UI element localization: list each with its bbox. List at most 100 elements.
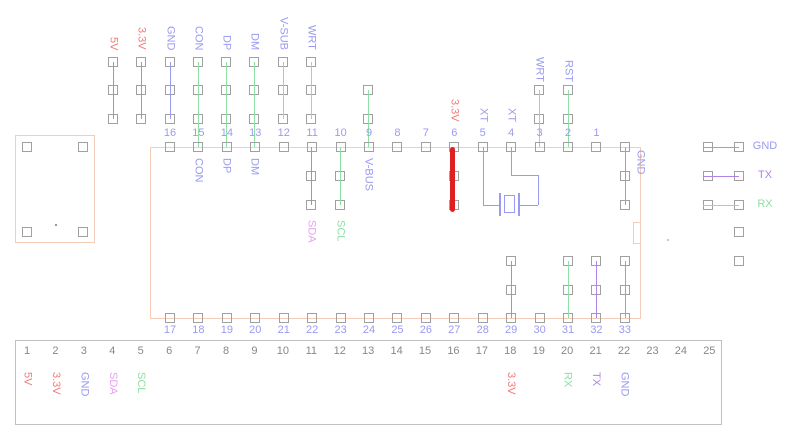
chip-pin-23[interactable] bbox=[335, 313, 346, 323]
header-wire bbox=[140, 62, 142, 119]
connector-pin-number: 17 bbox=[475, 345, 488, 357]
pin-number: 30 bbox=[533, 324, 546, 336]
jumper-3v3 bbox=[449, 147, 455, 212]
xt-wire bbox=[537, 175, 539, 205]
header-label-gnd: GND bbox=[164, 25, 177, 50]
chip-pin-27[interactable] bbox=[449, 313, 460, 323]
pin4-label-xt: XT bbox=[505, 107, 518, 122]
pin-number: 9 bbox=[365, 127, 373, 139]
pin-number: 29 bbox=[505, 324, 518, 336]
chip-pin-1[interactable] bbox=[591, 142, 602, 152]
chip-pin-16[interactable] bbox=[165, 142, 175, 152]
chip-pin-19[interactable] bbox=[221, 313, 232, 323]
chip-pin-18[interactable] bbox=[193, 313, 204, 323]
left-module-pad[interactable] bbox=[22, 227, 32, 237]
chip-notch bbox=[633, 222, 641, 244]
right-header-label-rx: RX bbox=[757, 198, 773, 210]
breakout-wire bbox=[595, 261, 597, 318]
chip-pin-20[interactable] bbox=[250, 313, 261, 323]
chip-pin-11[interactable] bbox=[307, 142, 318, 152]
label-scl: SCL bbox=[334, 220, 347, 242]
label-gnd: GND bbox=[634, 150, 647, 175]
chip-pin-7[interactable] bbox=[420, 142, 431, 152]
left-module-pad[interactable] bbox=[78, 227, 88, 237]
connector-pin-number: 14 bbox=[390, 345, 403, 357]
bottom-connector bbox=[15, 340, 722, 425]
header-label-dm: DM bbox=[248, 32, 261, 50]
chip-pin-10[interactable] bbox=[335, 142, 346, 152]
xt-wire bbox=[482, 147, 484, 205]
connector-pin-number: 22 bbox=[617, 345, 631, 357]
chip-pin-3[interactable] bbox=[534, 142, 545, 152]
label-con: CON bbox=[192, 158, 205, 183]
header-wire bbox=[567, 90, 569, 147]
header-wire bbox=[197, 62, 199, 147]
pin-number: 20 bbox=[249, 324, 262, 336]
right-header-wire bbox=[703, 175, 739, 177]
chip-pin-26[interactable] bbox=[420, 313, 431, 323]
pin-number: 31 bbox=[561, 324, 575, 336]
crystal-plate bbox=[518, 193, 520, 216]
crystal-plate bbox=[499, 193, 501, 216]
chip-pin-2[interactable] bbox=[563, 142, 574, 152]
scl-wire bbox=[339, 147, 341, 205]
connector-pin-number: 2 bbox=[52, 345, 59, 357]
connector-pin-number: 11 bbox=[305, 345, 318, 357]
pin-number: 13 bbox=[249, 127, 262, 139]
chip-pin-22[interactable] bbox=[307, 313, 318, 323]
chip-pin-25[interactable] bbox=[392, 313, 403, 323]
chip-pin-24[interactable] bbox=[364, 313, 374, 323]
chip-pin-8[interactable] bbox=[392, 142, 403, 152]
connector-label-rx: RX bbox=[561, 372, 574, 388]
pin-number: 25 bbox=[391, 324, 404, 336]
pin-number: 21 bbox=[277, 324, 290, 336]
pin-number: 18 bbox=[192, 324, 205, 336]
connector-pin-number: 1 bbox=[23, 345, 31, 357]
header-wire bbox=[225, 62, 227, 147]
label-vbus: V-BUS bbox=[362, 158, 375, 192]
breakout-wire bbox=[567, 261, 569, 318]
chip-pin-15[interactable] bbox=[193, 142, 204, 152]
chip-pin-21[interactable] bbox=[278, 313, 289, 323]
chip-pin-17[interactable] bbox=[165, 313, 175, 323]
right-header-pad[interactable] bbox=[734, 256, 744, 266]
connector-label-33v: 3.3V bbox=[49, 372, 62, 395]
connector-pin-number: 3 bbox=[80, 345, 87, 357]
header-wire bbox=[112, 62, 114, 119]
pin-number: 7 bbox=[422, 127, 429, 139]
header-label-dp: DP bbox=[220, 34, 233, 50]
chip-pin-9[interactable] bbox=[364, 142, 374, 152]
header-wire bbox=[538, 90, 540, 147]
header-label-con: CON bbox=[192, 25, 205, 50]
right-header-pad[interactable] bbox=[734, 227, 744, 237]
chip-pin-13[interactable] bbox=[250, 142, 261, 152]
connector-pin-number: 21 bbox=[589, 345, 602, 357]
connector-pin-number: 4 bbox=[109, 345, 116, 357]
label-sda: SDA bbox=[305, 220, 318, 243]
header-label-wrt: WRT bbox=[533, 57, 546, 82]
connector-label-5v: 5V bbox=[21, 372, 34, 386]
connector-pin-number: 15 bbox=[418, 345, 432, 357]
header-label-v-sub: V-SUB bbox=[277, 16, 290, 50]
chip-pin-14[interactable] bbox=[221, 142, 232, 152]
breakout-wire bbox=[510, 261, 512, 318]
connector-pin-number: 7 bbox=[194, 345, 201, 357]
chip-pin-30[interactable] bbox=[534, 313, 545, 323]
module-dot bbox=[55, 224, 57, 226]
left-module-pad[interactable] bbox=[22, 142, 32, 152]
pin-number: 1 bbox=[593, 127, 600, 139]
left-module-pad[interactable] bbox=[78, 142, 88, 152]
chip-pin-12[interactable] bbox=[278, 142, 289, 152]
pin-number: 32 bbox=[590, 324, 603, 336]
dot bbox=[667, 239, 669, 241]
connector-pin-number: 10 bbox=[276, 345, 289, 357]
pin-number: 10 bbox=[334, 127, 347, 139]
pin-number: 3 bbox=[536, 127, 543, 139]
pin-number: 6 bbox=[451, 127, 458, 139]
connector-label-sda: SDA bbox=[106, 372, 119, 395]
chip-pin-28[interactable] bbox=[477, 313, 488, 323]
pin6-label-3v3: 3.3V bbox=[448, 99, 461, 122]
header-label-rst: RST bbox=[562, 60, 575, 82]
right-header-wire bbox=[703, 146, 739, 148]
header-label-3.3v: 3.3V bbox=[135, 27, 148, 50]
